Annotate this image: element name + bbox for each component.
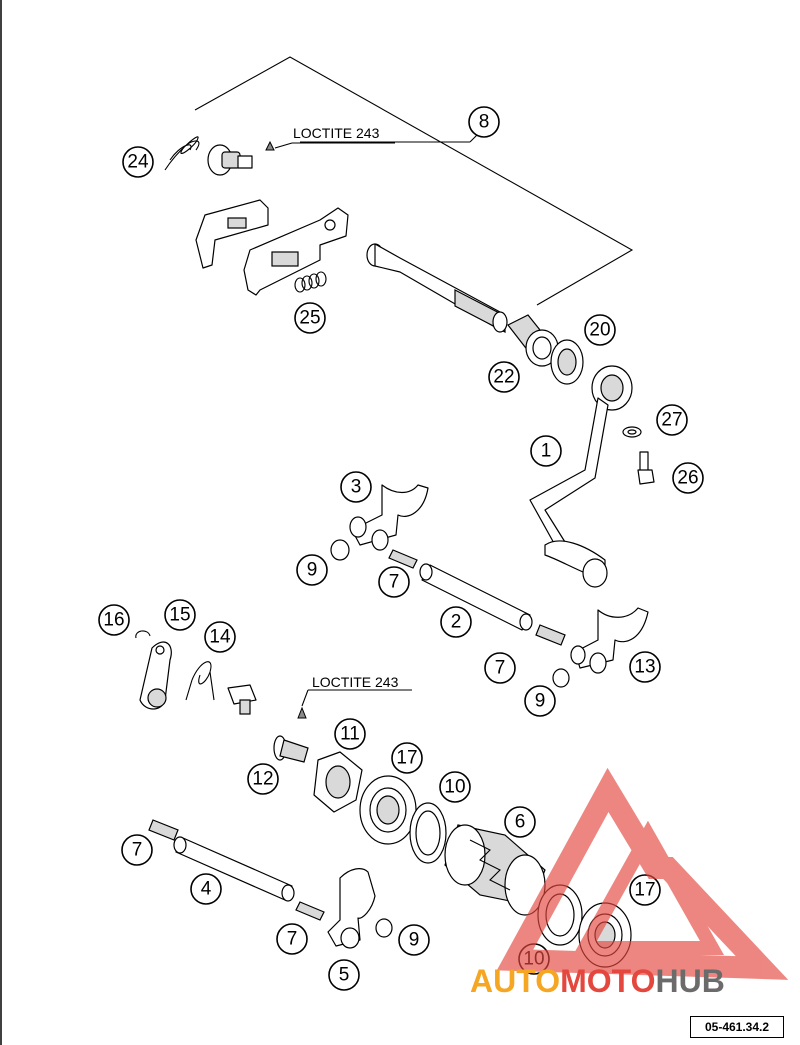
callout-5: 5 [328,959,360,991]
loctite-label: LOCTITE 243 [293,125,380,141]
callout-4: 4 [190,873,222,905]
screw-26 [637,451,655,485]
svg-text:16: 16 [103,610,124,631]
svg-text:25: 25 [299,308,320,329]
callout-9: 9 [524,685,556,717]
needle-bearing-22 [507,314,559,367]
callout-25: 25 [294,302,326,334]
callout-17: 17 [391,742,423,774]
collar-screw [227,684,257,715]
callout-20: 20 [584,314,616,346]
loctite-drop [297,706,307,719]
callout-12: 12 [247,763,279,795]
stop-bolt [207,140,395,176]
callout-24: 24 [122,146,154,178]
shift-rail-2 [419,563,533,631]
spring-14 [185,661,215,701]
svg-text:8: 8 [479,112,490,133]
svg-text:7: 7 [287,929,298,950]
svg-text:22: 22 [493,367,514,388]
callout-7: 7 [121,834,153,866]
bearing-17 [359,775,417,845]
circlip-16 [135,630,151,639]
watermark-text: AUTOMOTOHUB [470,963,725,999]
svg-text:4: 4 [201,879,212,900]
callout-7: 7 [484,652,516,684]
loctite-leader [301,689,309,707]
roller-9 [375,918,393,938]
svg-text:10: 10 [444,777,465,798]
callout-2: 2 [440,606,472,638]
spring-7 [388,549,418,569]
spring-24 [164,136,200,171]
washer-27 [622,426,642,438]
svg-text:9: 9 [535,691,546,712]
shift-lever-1 [529,365,633,588]
seal-20 [550,339,584,385]
callout-17: 17 [629,874,661,906]
watermark-logo [496,767,789,980]
svg-text:14: 14 [209,627,231,648]
washer-10 [409,802,447,864]
svg-text:9: 9 [307,560,318,581]
svg-text:7: 7 [389,572,400,593]
shift-fork-5 [327,868,376,949]
roller-9 [330,539,350,561]
shift-plates [195,199,349,296]
svg-text:1: 1 [541,441,552,462]
svg-text:2: 2 [451,612,462,633]
reference-code: 05-461.34.2 [690,1016,784,1038]
svg-text:15: 15 [169,605,190,626]
shift-shaft [366,243,508,333]
shift-rail-4 [173,836,295,902]
callout-9: 9 [296,554,328,586]
callout-10: 10 [439,771,471,803]
callout-22: 22 [488,361,520,393]
callout-15: 15 [164,599,196,631]
spring-7 [148,819,179,841]
shift-drum-locating-11 [313,751,363,813]
callout-7: 7 [276,923,308,955]
callout-14: 14 [204,621,236,653]
svg-text:3: 3 [351,477,362,498]
svg-text:27: 27 [661,410,682,431]
callout-26: 26 [672,462,704,494]
shift-fork-13 [570,607,649,674]
screw-12 [273,735,309,763]
svg-text:5: 5 [339,965,350,986]
spring-7 [535,624,566,646]
svg-text:6: 6 [515,812,526,833]
svg-text:7: 7 [132,840,143,861]
callout-7: 7 [378,566,410,598]
svg-text:20: 20 [589,320,610,341]
spring-25 [294,271,327,293]
callout-27: 27 [656,404,688,436]
shift-fork-3 [349,484,429,551]
callout-3: 3 [340,471,372,503]
svg-text:24: 24 [127,152,149,173]
locking-lever-15 [139,641,172,710]
svg-text:7: 7 [495,658,506,679]
svg-text:17: 17 [396,748,417,769]
callout-6: 6 [504,806,536,838]
loctite-label: LOCTITE 243 [312,674,399,690]
callout-11: 11 [334,718,366,750]
svg-text:11: 11 [340,724,360,745]
shift-drum-6 [444,824,546,916]
svg-text:17: 17 [634,880,655,901]
callout-9: 9 [398,924,430,956]
callout-8: 8 [468,106,500,138]
svg-text:9: 9 [409,930,420,951]
callout-1: 1 [530,435,562,467]
roller-9 [552,668,570,688]
svg-text:12: 12 [252,769,273,790]
spring-7 [295,901,325,921]
callout-16: 16 [98,604,130,636]
callout-13: 13 [629,651,661,683]
svg-text:26: 26 [677,468,698,489]
svg-text:13: 13 [634,657,655,678]
